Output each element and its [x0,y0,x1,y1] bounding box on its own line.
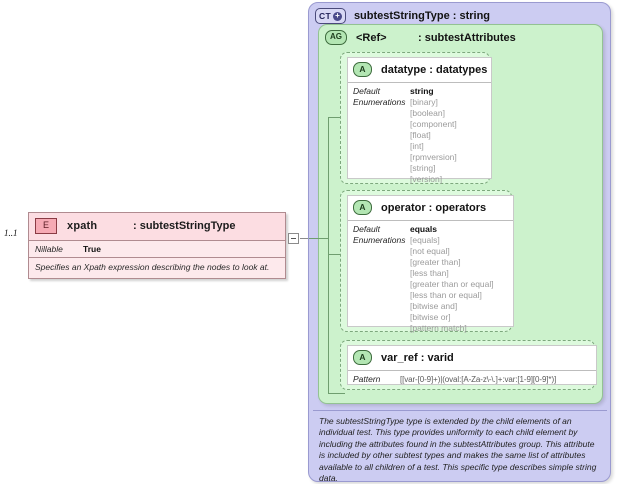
cardinality-label: 1..1 [4,228,18,238]
enumeration-item: [int] [410,141,424,151]
facet-keys-varref: Pattern [353,374,400,385]
attribute-box-datatype[interactable]: A datatype : datatypes Default Enumerati… [340,52,492,184]
attribute-group-header: AG <Ref> : subtestAttributes [319,25,602,45]
facet-value-nillable: True [83,244,101,254]
attribute-inner-varref: A var_ref : varid Pattern [[var-[0-9]+)|… [347,345,597,385]
complex-type-title: subtestStringType : string [353,10,491,22]
facet-key-nillable: Nillable [35,244,63,254]
attribute-title-varref: var_ref : varid [381,351,454,364]
element-facet-row: Nillable True [29,241,285,258]
enumeration-item: [pattern match] [410,323,467,333]
attribute-title-operator: operator : operators [381,201,487,214]
attribute-body-varref: Pattern [[var-[0-9]+)|(oval:[A-Za-z\-\.]… [348,371,596,389]
complex-type-badge-icon: CT + [315,8,346,24]
facet-value-default: string [410,86,434,96]
enumeration-item: [equals] [410,235,440,245]
attribute-header-varref: A var_ref : varid [348,346,596,371]
tree-connector-inbound [309,238,328,239]
attribute-inner-datatype: A datatype : datatypes Default Enumerati… [347,57,492,184]
element-type: : subtestStringType [133,220,236,232]
tree-connector-branch-varref [328,393,345,394]
attribute-badge-icon: A [353,350,372,365]
complex-type-documentation: The subtestStringType type is extended b… [313,410,607,484]
enumeration-item: [version] [410,174,443,184]
facet-values-datatype: string [binary] [boolean] [component] [f… [410,86,457,185]
facet-keys-operator: Default Enumerations [353,224,410,334]
enumeration-item: [string] [410,163,436,173]
attribute-box-operator[interactable]: A operator : operators Default Enumerati… [340,190,514,333]
enumeration-item: [component] [410,119,457,129]
attribute-header-operator: A operator : operators [348,196,513,221]
attribute-header-datatype: A datatype : datatypes [348,58,491,83]
tree-connector-vertical [328,117,329,393]
facet-key-default: Default [353,224,380,234]
enumeration-item: [not equal] [410,246,450,256]
enumeration-item: [boolean] [410,108,445,118]
element-header: E xpath : subtestStringType [29,213,285,241]
element-name: xpath [67,220,98,232]
attribute-box-varref[interactable]: A var_ref : varid Pattern [[var-[0-9]+)|… [340,340,597,390]
connector-line [300,238,312,239]
facet-value-default: equals [410,224,437,234]
enumeration-item: [bitwise and] [410,301,458,311]
enumeration-item: [greater than] [410,257,461,267]
facet-key-enumerations: Enumerations [353,97,406,107]
enumeration-item: [rpmversion] [410,152,457,162]
enumeration-item: [less than] [410,268,449,278]
attribute-inner-operator: A operator : operators Default Enumerati… [347,195,514,333]
facet-values-operator: equals [equals] [not equal] [greater tha… [410,224,494,334]
attribute-body-operator: Default Enumerations equals [equals] [no… [348,221,513,338]
facet-key-enumerations: Enumerations [353,235,406,245]
enumeration-item: [bitwise or] [410,312,451,322]
facet-key-pattern: Pattern [353,374,381,384]
attribute-body-datatype: Default Enumerations string [binary] [bo… [348,83,491,189]
attribute-group-ref: <Ref> [356,31,387,44]
enumeration-item: [less than or equal] [410,290,482,300]
facet-value-pattern: [[var-[0-9]+)|(oval:[A-Za-z\-\.]+:var:[1… [400,375,557,384]
attribute-title-datatype: datatype : datatypes [381,63,488,76]
element-documentation: Specifies an Xpath expression describing… [29,258,285,278]
facet-values-varref: [[var-[0-9]+)|(oval:[A-Za-z\-\.]+:var:[1… [400,374,556,385]
complex-type-badge-label: CT [319,11,331,21]
plus-icon[interactable]: + [332,11,342,21]
element-badge-icon: E [35,218,57,234]
enumeration-item: [greater than or equal] [410,279,494,289]
element-box-xpath[interactable]: E xpath : subtestStringType Nillable Tru… [28,212,286,279]
tree-connector-branch-datatype [328,117,345,118]
attribute-badge-icon: A [353,62,372,77]
tree-connector-branch-operator [328,254,345,255]
complex-type-header: CT + subtestStringType : string [309,3,610,24]
facet-key-default: Default [353,86,380,96]
enumeration-item: [binary] [410,97,438,107]
enumeration-item: [float] [410,130,431,140]
attribute-group-type: : subtestAttributes [418,31,516,44]
attribute-badge-icon: A [353,200,372,215]
attribute-group-badge-icon: AG [325,30,347,45]
facet-keys-datatype: Default Enumerations [353,86,410,185]
collapse-toggle-icon[interactable] [288,233,299,244]
